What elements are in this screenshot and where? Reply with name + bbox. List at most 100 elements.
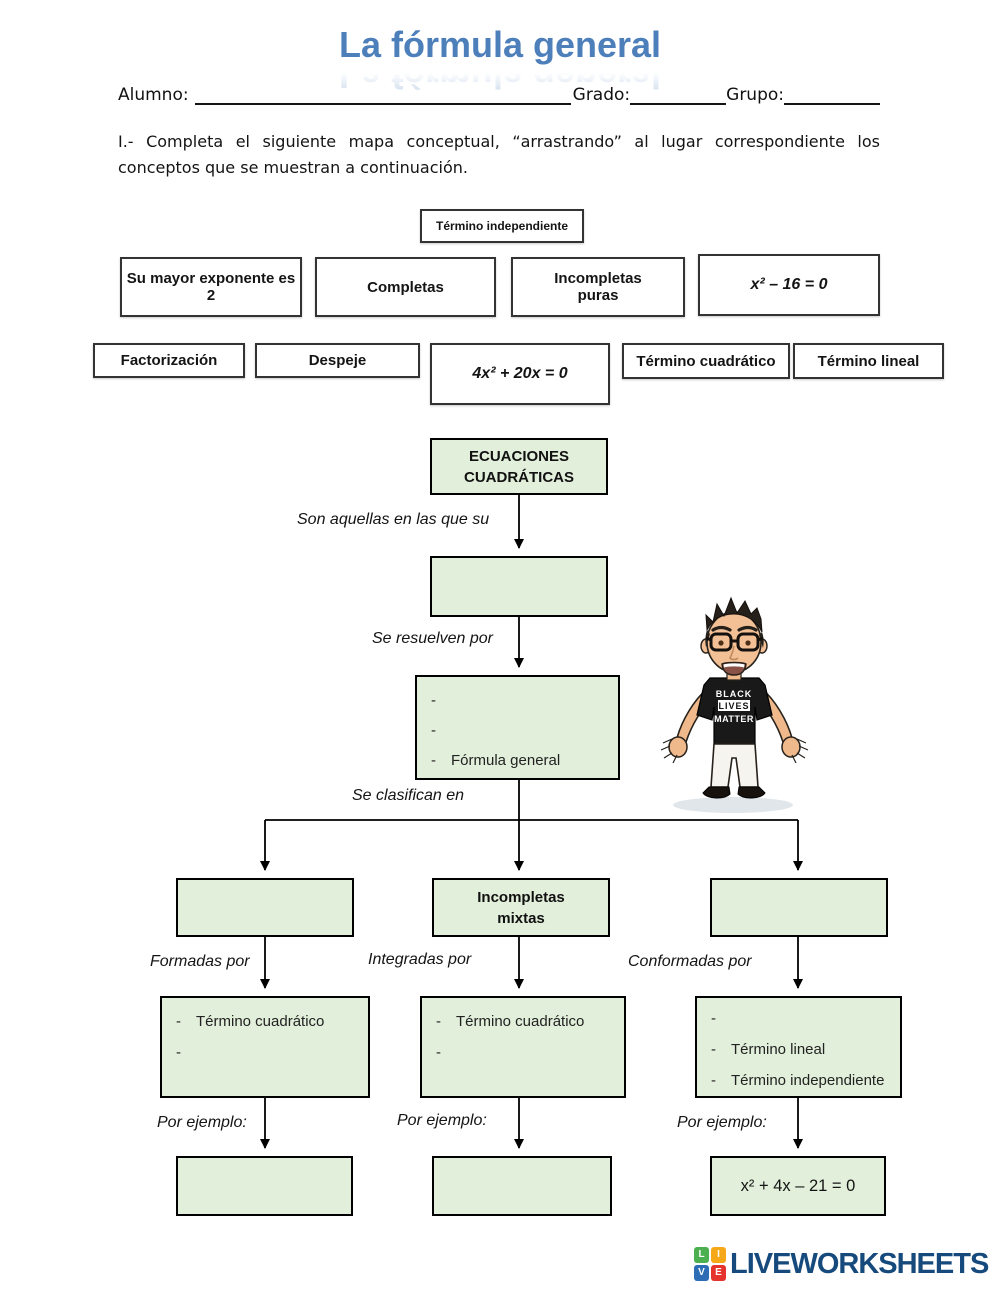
drag-equation-x2-16[interactable]: x² – 16 = 0 (698, 254, 880, 316)
liveworksheets-logo[interactable]: L I V E LIVEWORKSHEETS (694, 1247, 989, 1281)
bitmoji-character: BLACK LIVES MATTER (660, 596, 809, 813)
node-title-line: mixtas (497, 909, 545, 927)
bullet-line: - (436, 1037, 618, 1068)
label-integradas-por: Integradas por (368, 951, 472, 968)
bullet-termino-cuadratico: Término cuadrático (196, 1013, 325, 1030)
drag-label: Factorización (120, 352, 218, 369)
bullet-dash: - (711, 1010, 716, 1027)
label-por-ejemplo-derecha: Por ejemplo: (677, 1114, 767, 1131)
grupo-label: Grupo: (726, 85, 784, 105)
bullet-termino-lineal: Término lineal (731, 1041, 826, 1058)
bullet-line: - Término independiente (711, 1065, 894, 1096)
bullet-dash: - (431, 692, 436, 709)
drag-incompletas-puras[interactable]: Incompletas puras (511, 257, 685, 317)
shirt-text-matter: MATTER (714, 714, 754, 724)
grupo-blank-field[interactable] (784, 84, 880, 105)
drop-exponente-box[interactable] (430, 556, 608, 617)
label-por-ejemplo-izquierda: Por ejemplo: (157, 1114, 247, 1131)
drag-termino-cuadratico[interactable]: Término cuadrático (622, 343, 790, 379)
drag-su-mayor-exponente[interactable]: Su mayor exponente es 2 (120, 257, 302, 317)
drag-label: Su mayor exponente es 2 (126, 270, 296, 304)
bullet-line: - Término cuadrático (176, 1006, 362, 1037)
page-title: La fórmula general (338, 24, 662, 65)
label-conformadas-por: Conformadas por (628, 953, 752, 970)
drag-factorizacion[interactable]: Factorización (93, 343, 245, 378)
drag-label: Despeje (308, 352, 367, 369)
bullet-line: - Término cuadrático (436, 1006, 618, 1037)
liveworksheets-logo-icon: L I V E (694, 1247, 726, 1281)
bullet-formula-general: Fórmula general (451, 752, 561, 769)
bullet-dash: - (436, 1013, 441, 1030)
node-terminos-derecha: - - Término lineal - Término independien… (695, 996, 902, 1098)
ground-shadow (673, 797, 793, 813)
alumno-blank-field[interactable] (194, 84, 571, 105)
drop-ejemplo-centro-box[interactable] (432, 1156, 612, 1216)
bullet-line: - (176, 1037, 362, 1068)
logo-tile-e: E (711, 1265, 726, 1281)
node-terminos-izquierda: - Término cuadrático - (160, 996, 370, 1098)
shirt-text-black: BLACK (716, 689, 753, 699)
node-title-line: CUADRÁTICAS (464, 468, 574, 486)
bullet-dash: - (711, 1041, 716, 1058)
alumno-label: Alumno: (118, 85, 189, 105)
label-son-aquellas: Son aquellas en las que su (297, 511, 490, 528)
drag-label: Término independiente (435, 219, 568, 233)
label-se-clasifican: Se clasifican en (352, 787, 465, 804)
drop-clase-derecha-box[interactable] (710, 878, 888, 937)
drag-label: Término lineal (817, 352, 920, 370)
bullet-termino-cuadratico: Término cuadrático (456, 1013, 585, 1030)
node-ecuaciones-cuadraticas: ECUACIONES CUADRÁTICAS (430, 438, 608, 495)
drag-label: Completas (367, 278, 444, 296)
bullet-dash: - (176, 1013, 181, 1030)
node-incompletas-mixtas: Incompletas mixtas (432, 878, 610, 937)
drag-label: 4x² + 20x = 0 (472, 365, 568, 382)
node-title-line: ECUACIONES (468, 447, 569, 465)
bullet-line: - (711, 1003, 894, 1034)
glasses (705, 632, 764, 652)
drag-termino-lineal[interactable]: Término lineal (793, 343, 944, 379)
liveworksheets-wordmark: LIVEWORKSHEETS (730, 1247, 989, 1280)
drag-label: Término cuadrático (636, 352, 776, 370)
bullet-dash: - (711, 1072, 716, 1089)
bullet-dash: - (431, 722, 436, 739)
instructions-text: I.- Completa el siguiente mapa conceptua… (118, 132, 880, 177)
node-metodos-solucion: - - - Fórmula general (415, 675, 620, 780)
student-info-line: Alumno: Grado: Grupo: (118, 84, 880, 105)
hair (705, 596, 763, 633)
bullet-line: - (431, 686, 612, 716)
label-formadas-por: Formadas por (150, 953, 250, 970)
drag-completas[interactable]: Completas (315, 257, 496, 317)
drop-metodo-slot-2[interactable] (451, 716, 491, 746)
logo-tile-v: V (694, 1265, 709, 1281)
drop-termino-slot[interactable] (196, 1037, 236, 1068)
node-terminos-centro: - Término cuadrático - (420, 996, 626, 1098)
logo-tile-l: L (694, 1247, 709, 1263)
bullet-dash: - (176, 1044, 181, 1061)
label-se-resuelven: Se resuelven por (372, 630, 493, 647)
drag-label: Incompletas puras (554, 270, 642, 304)
drag-termino-independiente[interactable]: Término independiente (420, 209, 584, 243)
drop-metodo-slot-1[interactable] (451, 686, 491, 716)
example-equation: x² + 4x – 21 = 0 (740, 1176, 856, 1195)
drop-ejemplo-izquierda-box[interactable] (176, 1156, 353, 1216)
drag-despeje[interactable]: Despeje (255, 343, 420, 378)
drop-termino-slot[interactable] (731, 1003, 771, 1034)
grado-blank-field[interactable] (630, 84, 727, 105)
bullet-line: - Término lineal (711, 1034, 894, 1065)
bullet-line: - (431, 716, 612, 746)
drag-equation-4x2-20x[interactable]: 4x² + 20x = 0 (430, 343, 610, 405)
bullet-dash: - (431, 752, 436, 769)
drop-termino-slot[interactable] (456, 1037, 496, 1068)
bullet-termino-independiente: Término independiente (731, 1072, 885, 1089)
shoe-right (737, 786, 766, 799)
drag-label: x² – 16 = 0 (750, 276, 828, 293)
node-ejemplo-derecha: x² + 4x – 21 = 0 (710, 1156, 886, 1216)
label-por-ejemplo-centro: Por ejemplo: (397, 1112, 487, 1129)
grado-label: Grado: (572, 85, 631, 105)
shoe-left (702, 786, 731, 799)
bullet-dash: - (436, 1044, 441, 1061)
drop-clase-izquierda-box[interactable] (176, 878, 354, 937)
logo-tile-i: I (711, 1247, 726, 1263)
bullet-line: - Fórmula general (431, 746, 612, 776)
pants (710, 743, 759, 788)
